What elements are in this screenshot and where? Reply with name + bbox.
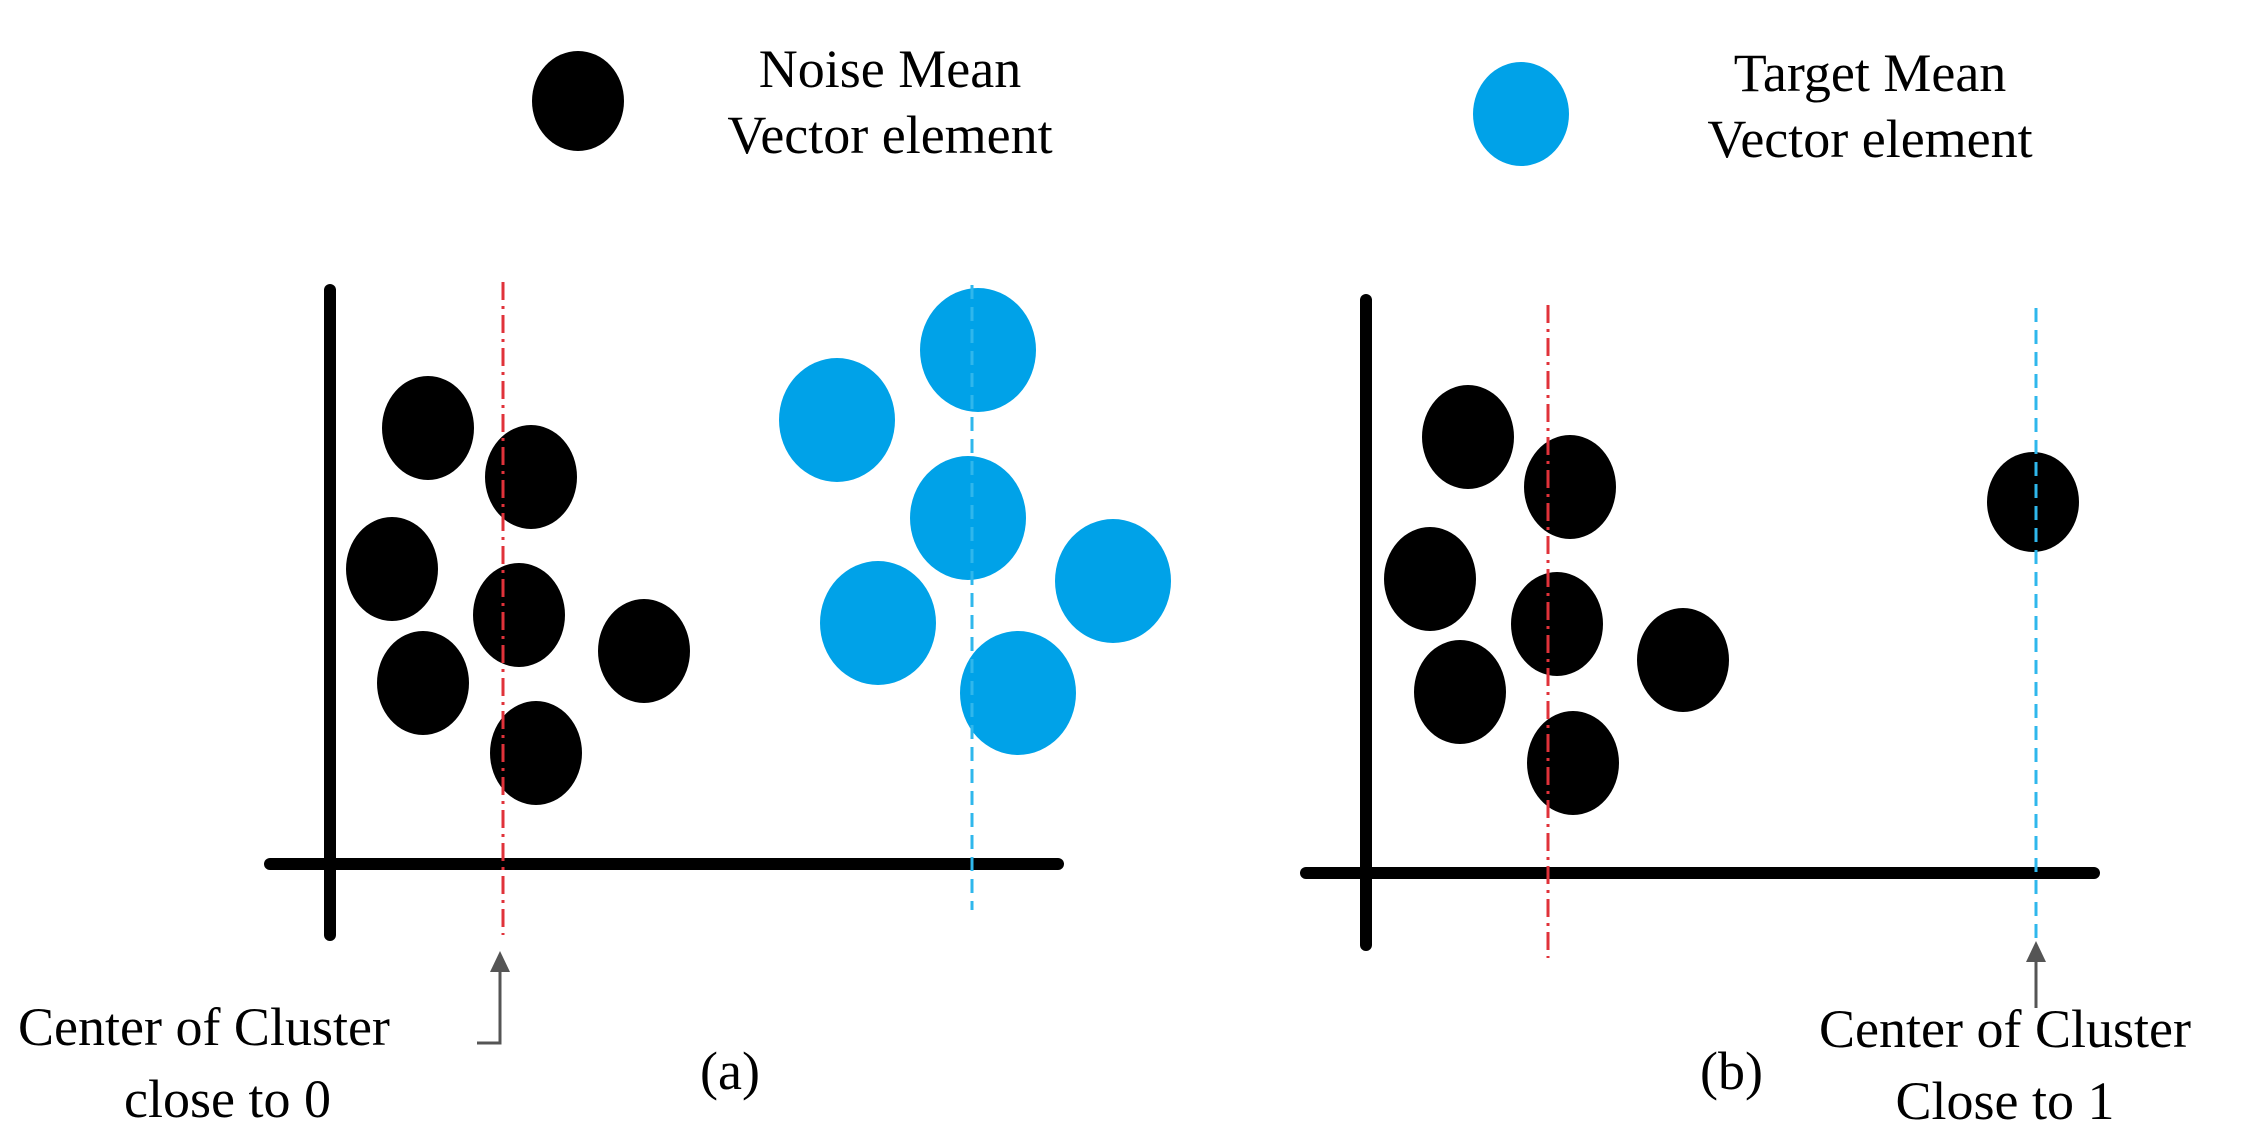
panel-a-noise-point bbox=[485, 425, 577, 529]
panel-a-noise-point bbox=[377, 631, 469, 735]
panel-a-label: (a) bbox=[700, 1041, 760, 1101]
panel-a-target-point bbox=[1055, 519, 1171, 643]
panel-b-caption-line2: Close to 1 bbox=[1895, 1071, 2115, 1131]
panel-a-callout-arrow bbox=[477, 968, 502, 1045]
panel-a-noise-point bbox=[346, 517, 438, 621]
panel-b-label: (b) bbox=[1700, 1041, 1763, 1101]
panel-a-noise-point bbox=[598, 599, 690, 703]
panel-a-noise-point bbox=[490, 701, 582, 805]
panel-a-caption-line2: close to 0 bbox=[124, 1069, 331, 1129]
panel-a-target-point bbox=[820, 561, 936, 685]
legend-target-line1: Target Mean bbox=[1733, 43, 2007, 103]
panel-a-target-point bbox=[960, 631, 1076, 755]
legend-target-line2: Vector element bbox=[1707, 109, 2033, 169]
legend-noise-line2: Vector element bbox=[727, 105, 1053, 165]
panel-a-target-point bbox=[910, 456, 1026, 580]
panel-a-noise-point bbox=[382, 376, 474, 480]
panel-b-arrowhead bbox=[2026, 941, 2046, 962]
panel-a-target-point bbox=[920, 288, 1036, 412]
panel-b-caption: Center of Cluster Close to 1 bbox=[1770, 996, 2240, 1134]
panel-a-arrowhead bbox=[490, 951, 510, 972]
panel-a bbox=[264, 282, 1171, 1045]
legend-noise-marker bbox=[532, 51, 624, 151]
legend-noise-line1: Noise Mean bbox=[758, 39, 1022, 99]
legend-target-label: Target Mean Vector element bbox=[1640, 40, 2100, 172]
panel-a-noise-point bbox=[473, 563, 565, 667]
panel-a-caption-line1: Center of Cluster bbox=[18, 997, 390, 1057]
panel-a-target-point bbox=[779, 358, 895, 482]
panel-b-noise-point bbox=[1527, 711, 1619, 815]
panel-b-noise-point-far bbox=[1987, 452, 2079, 552]
panel-b-noise-point bbox=[1384, 527, 1476, 631]
panel-b bbox=[1300, 294, 2100, 1008]
panel-b-noise-point bbox=[1414, 640, 1506, 744]
panel-b-noise-point bbox=[1637, 608, 1729, 712]
panel-b-noise-point bbox=[1422, 385, 1514, 489]
panel-b-noise-point bbox=[1524, 435, 1616, 539]
panel-b-caption-line1: Center of Cluster bbox=[1819, 999, 2191, 1059]
legend-target-marker bbox=[1473, 62, 1569, 166]
panel-b-noise-point bbox=[1511, 572, 1603, 676]
legend-noise-label: Noise Mean Vector element bbox=[660, 36, 1120, 168]
